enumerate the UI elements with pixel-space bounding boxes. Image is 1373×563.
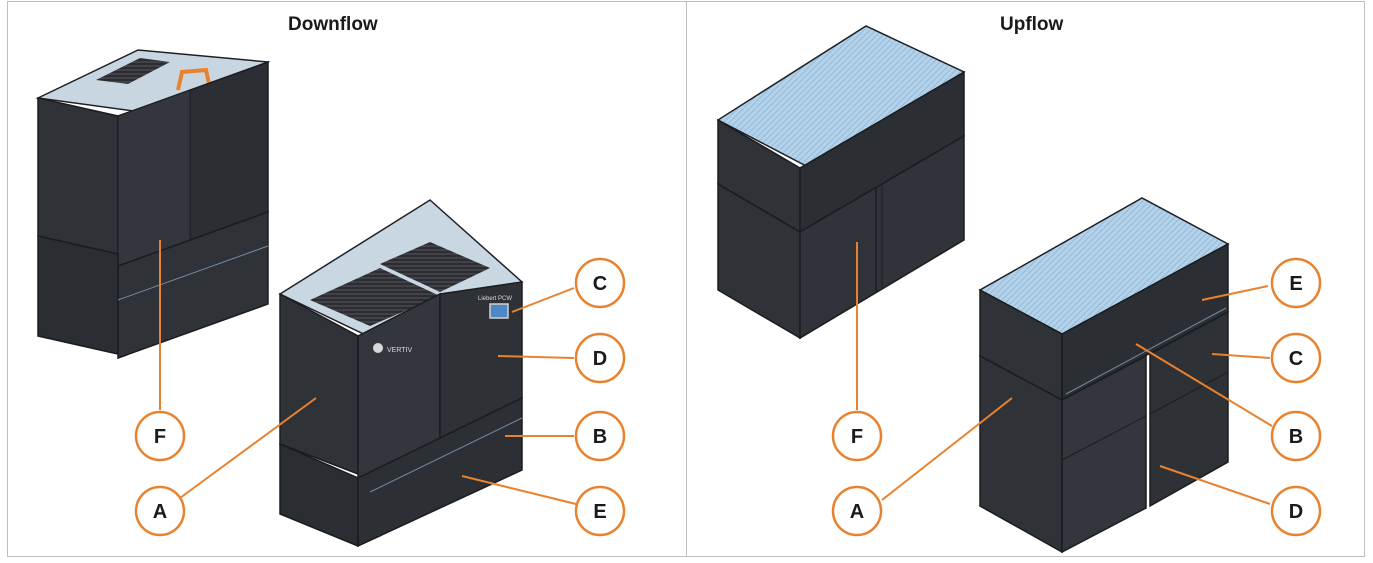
downflow-callout-b: B (574, 410, 626, 462)
svg-text:C: C (593, 273, 607, 295)
upflow-leader-d (1159, 465, 1271, 505)
upflow-door-right (1149, 310, 1229, 508)
upflow-callouts: E C B D F A (831, 257, 1322, 537)
downflow-rear-piping (176, 67, 212, 91)
downflow-brand-text: VERTIV (387, 347, 412, 354)
downflow-leader-e (461, 475, 577, 505)
panel-divider (686, 1, 687, 557)
svg-text:E: E (593, 501, 606, 523)
upflow-callout-f: F (831, 410, 883, 462)
svg-text:A: A (850, 501, 864, 523)
downflow-callout-a: A (134, 485, 186, 537)
downflow-callout-c: C (574, 257, 626, 309)
svg-text:D: D (1289, 501, 1303, 523)
upflow-rear-unit (716, 25, 966, 340)
upflow-leader-b (1135, 343, 1273, 427)
svg-text:C: C (1289, 348, 1303, 370)
downflow-callout-f: F (134, 410, 186, 462)
upflow-callout-d: D (1270, 485, 1322, 537)
downflow-rear-left-side (37, 97, 119, 255)
svg-text:A: A (153, 501, 167, 523)
downflow-vertiv-logo-icon (373, 343, 383, 353)
downflow-front-unit: VERTIV Liebert PCW (278, 199, 524, 548)
downflow-title: Downflow (288, 14, 378, 35)
svg-text:B: B (1289, 426, 1303, 448)
upflow-leader-e (1201, 285, 1269, 301)
svg-text:D: D (593, 348, 607, 370)
upflow-front-unit (978, 197, 1230, 554)
upflow-door-left (1061, 354, 1147, 554)
upflow-leader-c (1211, 353, 1271, 359)
svg-text:F: F (154, 426, 166, 448)
downflow-callouts: C D B E F A (134, 257, 626, 537)
downflow-display-screen (489, 303, 509, 319)
downflow-callout-d: D (574, 332, 626, 384)
upflow-leader-a (881, 397, 1013, 501)
callout-leaders (159, 240, 1273, 505)
downflow-leader-d (497, 355, 575, 359)
upflow-callout-c: C (1270, 332, 1322, 384)
downflow-model-text: Liebert PCW (478, 296, 512, 302)
downflow-callout-e: E (574, 485, 626, 537)
svg-text:F: F (851, 426, 863, 448)
downflow-leader-c (511, 287, 575, 313)
upflow-callout-a: A (831, 485, 883, 537)
downflow-rear-base-front (117, 210, 269, 360)
downflow-rear-base-side (37, 235, 119, 355)
upflow-title: Upflow (1000, 14, 1064, 35)
downflow-coil-right (380, 242, 490, 292)
downflow-rear-coil (96, 58, 170, 84)
downflow-coil-left (310, 268, 440, 326)
upflow-callout-e: E (1270, 257, 1322, 309)
svg-text:E: E (1289, 273, 1302, 295)
downflow-rear-door-left (117, 89, 191, 267)
upflow-callout-b: B (1270, 410, 1322, 462)
downflow-leader-a (179, 397, 317, 499)
downflow-rear-unit (35, 49, 271, 360)
downflow-base-front (357, 396, 523, 548)
svg-text:B: B (593, 426, 607, 448)
